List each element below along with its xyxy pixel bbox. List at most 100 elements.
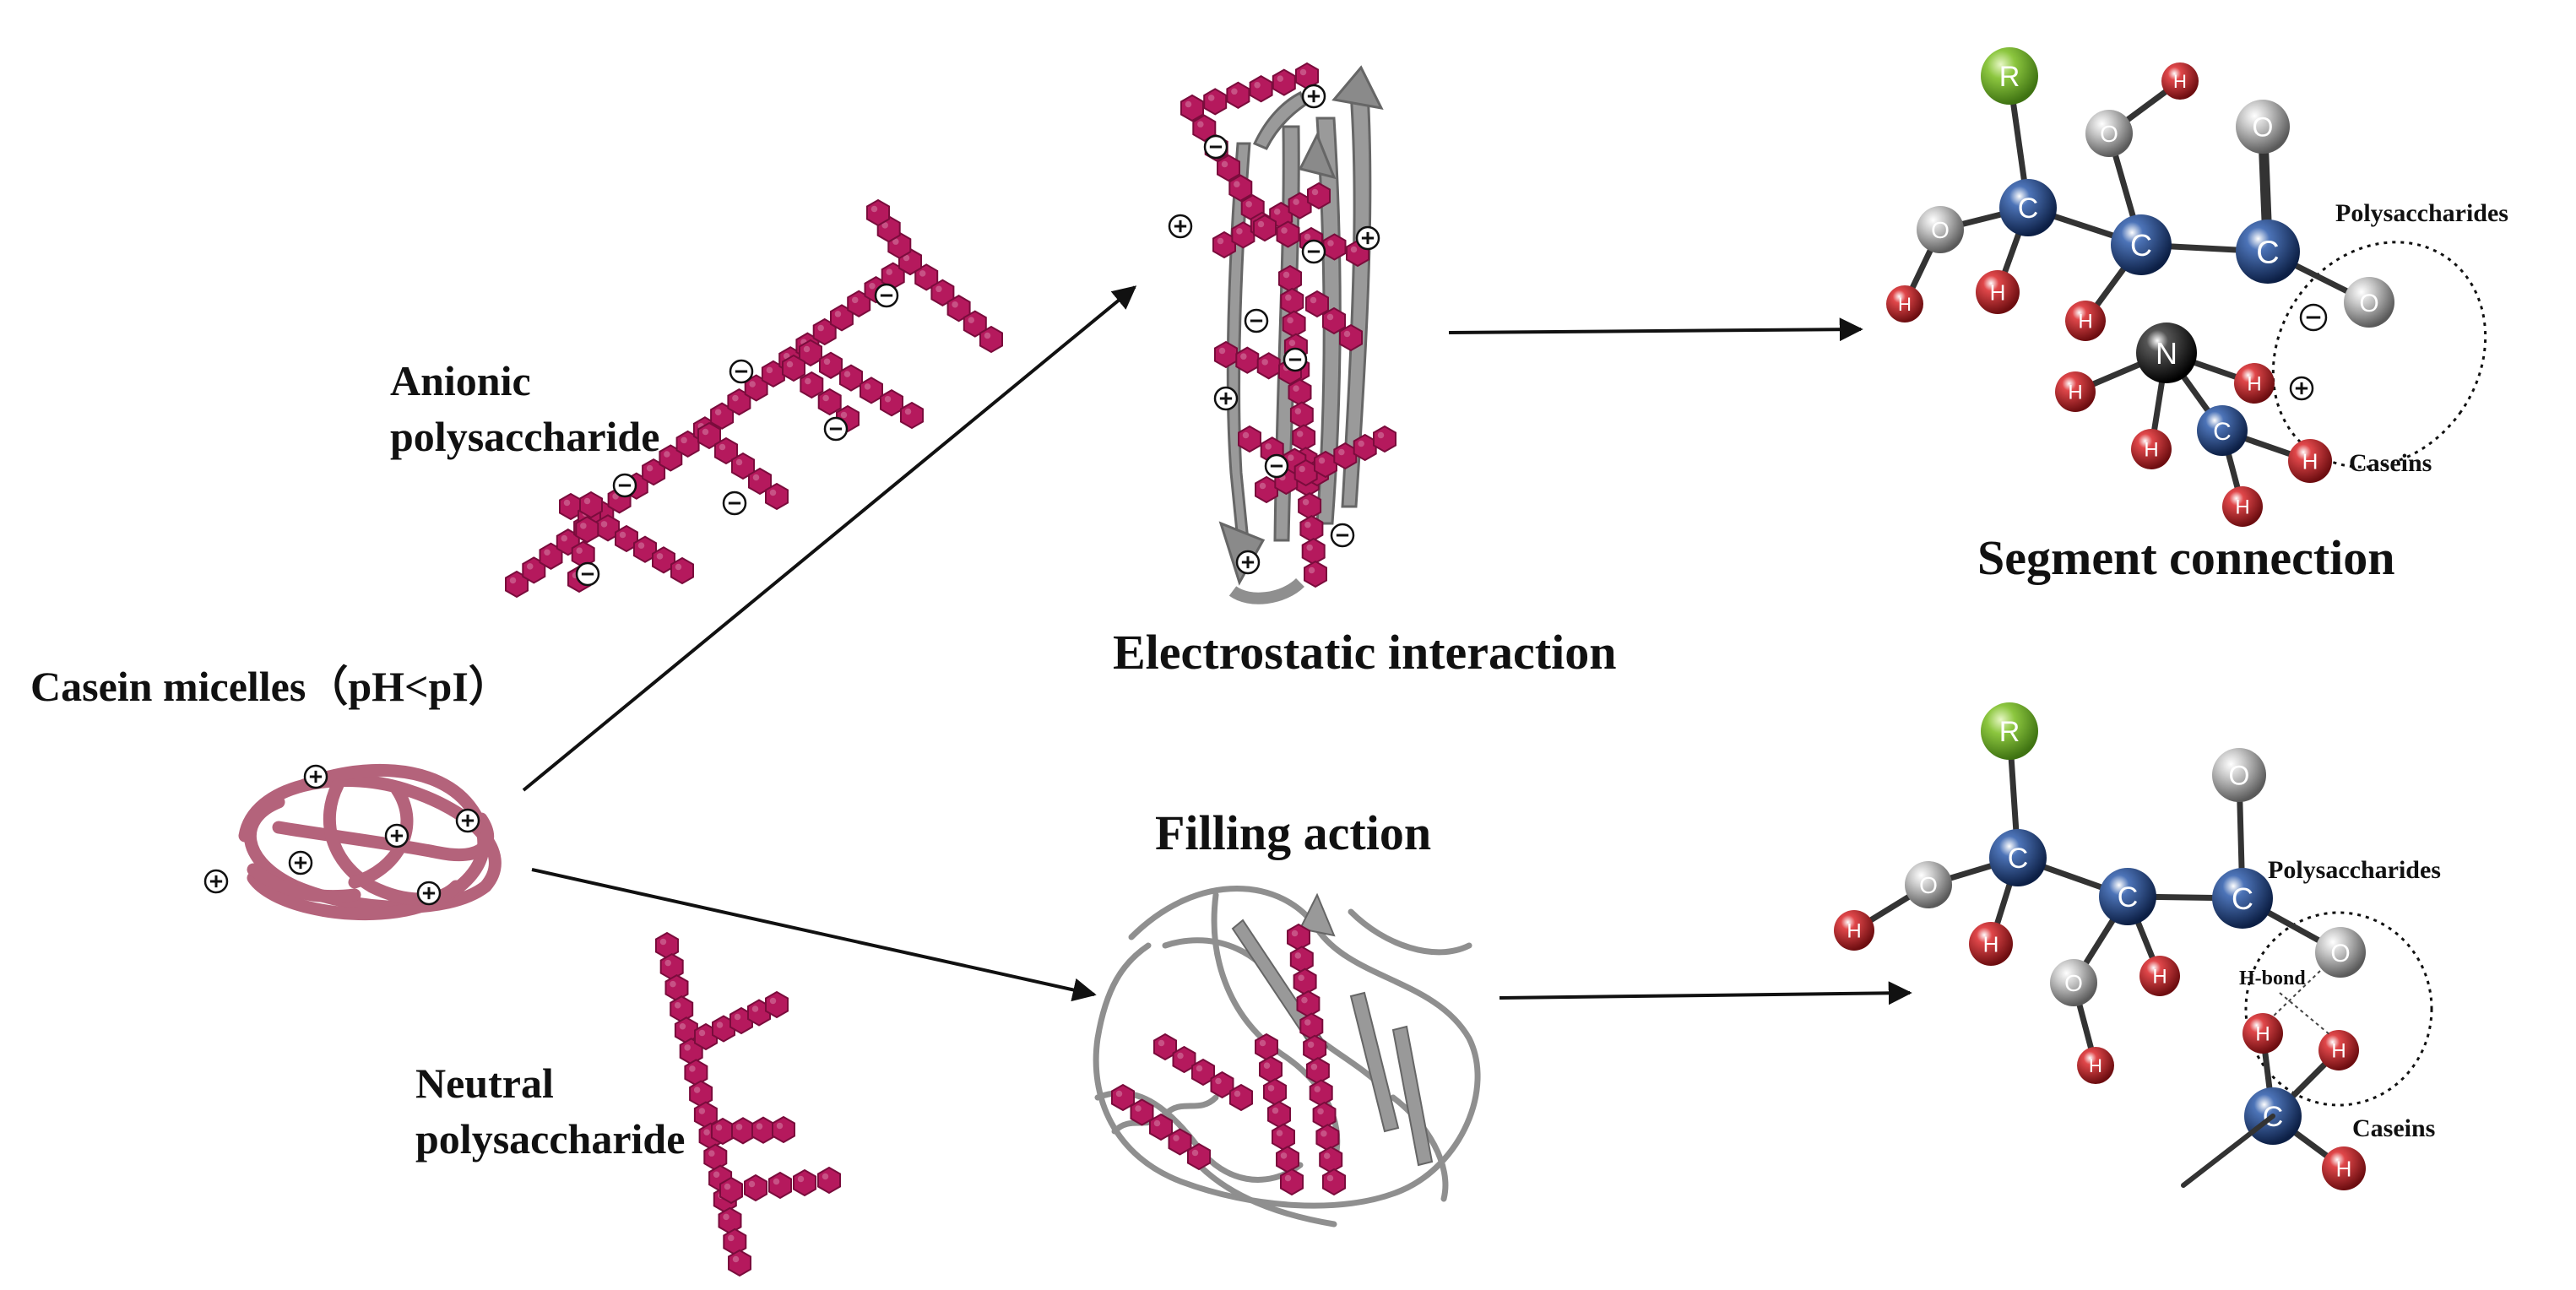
polysaccharide-bead-icon <box>728 1249 751 1277</box>
polysaccharide-bead-icon <box>1314 450 1337 479</box>
atom-icon <box>1981 702 2038 760</box>
bead-highlight <box>1272 1107 1279 1114</box>
bead-highlight <box>769 489 777 496</box>
polysaccharides-label-top: Polysaccharides <box>2335 199 2508 227</box>
bead-highlight <box>679 1023 686 1030</box>
atom-label: N <box>2156 336 2177 371</box>
polysaccharide-bead-icon <box>1282 310 1306 338</box>
bead-highlight <box>563 499 571 507</box>
atom-label: C <box>2118 881 2139 913</box>
atom-icon <box>1999 179 2057 236</box>
bead-highlight <box>600 521 608 528</box>
bead-highlight <box>1326 313 1334 321</box>
bead-highlight <box>1288 454 1294 461</box>
polysaccharide-bead-icon <box>1305 290 1329 318</box>
polysaccharide-bead-icon <box>1276 220 1300 248</box>
bead-highlight <box>708 1150 715 1157</box>
bead-highlight <box>1245 201 1252 208</box>
polysaccharide-bead-icon <box>689 1080 713 1108</box>
polysaccharide-bead-icon <box>1289 946 1314 973</box>
bead-highlight <box>1177 1052 1184 1060</box>
bead-highlight <box>834 311 842 317</box>
arrow-to-filling <box>531 868 1097 1002</box>
bead-highlight <box>698 1029 706 1037</box>
bead-highlight <box>1287 317 1293 324</box>
polysaccharide-bead-icon <box>1373 425 1396 453</box>
bead-highlight <box>881 222 888 229</box>
bead-highlight <box>659 938 667 946</box>
polysaccharide-bead-icon <box>1298 492 1322 520</box>
bead-highlight <box>684 1044 691 1051</box>
polysaccharide-bead-icon <box>782 354 805 382</box>
bead-highlight <box>656 553 664 560</box>
polysaccharide-bead-icon <box>1272 1123 1295 1151</box>
atom-label: H <box>1990 279 2006 305</box>
atom-label: C <box>2008 843 2029 875</box>
atom-label: H <box>2255 1023 2270 1046</box>
bead-highlight <box>1153 1119 1161 1127</box>
neutral-label-line2: polysaccharide <box>415 1115 685 1163</box>
polysaccharide-bead-icon <box>817 1166 841 1195</box>
bead-highlight <box>1307 1041 1315 1049</box>
polysaccharide-bead-icon <box>1276 1146 1299 1173</box>
polysaccharide-bead-icon <box>1192 114 1217 142</box>
bead-highlight <box>805 377 811 385</box>
bead-highlight <box>734 1013 741 1021</box>
bead-highlight <box>752 474 760 481</box>
bead-highlight <box>1280 1152 1288 1159</box>
atom-icon <box>1917 206 1964 253</box>
bead-highlight <box>1308 566 1315 574</box>
polysaccharide-bead-icon <box>1229 1083 1253 1112</box>
bead-highlight <box>1254 81 1261 89</box>
atom-label: H <box>1983 931 1999 957</box>
bead-highlight <box>1285 294 1292 301</box>
polysaccharide-bead-icon <box>946 295 971 322</box>
polysaccharide-bead-icon <box>1322 306 1346 335</box>
polysaccharide-bead-icon <box>1172 1045 1196 1074</box>
atom-label: H <box>2068 382 2082 404</box>
polysaccharide-bead-icon <box>819 351 843 379</box>
casein-micelles-label: Casein micelles（pH<pI） <box>30 663 511 710</box>
bead-highlight <box>724 1183 731 1190</box>
polysaccharide-bead-icon <box>1322 233 1347 261</box>
polysaccharide-bead-icon <box>1217 154 1240 182</box>
bead-highlight <box>984 332 991 339</box>
polysaccharide-bead-icon <box>670 995 694 1023</box>
bead-highlight <box>869 282 876 290</box>
bead-highlight <box>1323 1152 1331 1159</box>
atom-icon <box>2318 1030 2359 1070</box>
molecular-models: RCOHHCOHHCOONHHHCHHRCOHHCOHHCOOHHCHH-bon… <box>1834 47 2394 1190</box>
bead-highlight <box>693 1087 701 1093</box>
polysaccharide-bead-icon <box>979 325 1003 354</box>
bead-highlight <box>870 205 878 213</box>
bead-highlight <box>1314 1086 1321 1092</box>
atom-label: H <box>2152 966 2167 989</box>
polysaccharide-bead-icon <box>793 1168 816 1197</box>
bead-highlight <box>1234 181 1240 187</box>
bead-highlight <box>580 523 587 529</box>
bead-highlight <box>670 980 676 988</box>
hbond-label: H-bond <box>2239 968 2306 989</box>
polysaccharide-bead-icon <box>1304 560 1327 588</box>
atom-icon <box>1969 922 2013 966</box>
polysaccharide-bead-icon <box>1312 1101 1337 1130</box>
bead-highlight <box>1304 233 1311 241</box>
atom-label: H <box>1898 294 1912 315</box>
bead-highlight <box>1284 1174 1292 1182</box>
atom-label: C <box>2232 881 2253 916</box>
atom-label: O <box>2253 112 2274 143</box>
polysaccharide-bead-icon <box>664 973 689 1002</box>
atom-icon <box>1886 285 1923 322</box>
polysaccharide-bead-icon <box>575 516 599 544</box>
polysaccharide-bead-icon <box>1259 1055 1283 1083</box>
bond-line <box>2181 1114 2275 1188</box>
bead-highlight <box>749 381 756 388</box>
atom-label: H <box>2173 71 2187 92</box>
bead-highlight <box>1231 88 1238 95</box>
atom-icon <box>1905 861 1952 908</box>
polysaccharide-bead-icon <box>1353 433 1377 462</box>
atom-icon <box>2099 868 2156 925</box>
bead-highlight <box>1263 1062 1271 1069</box>
polysaccharide-bead-icon <box>744 1173 767 1202</box>
polysaccharide-bead-icon <box>930 279 955 306</box>
